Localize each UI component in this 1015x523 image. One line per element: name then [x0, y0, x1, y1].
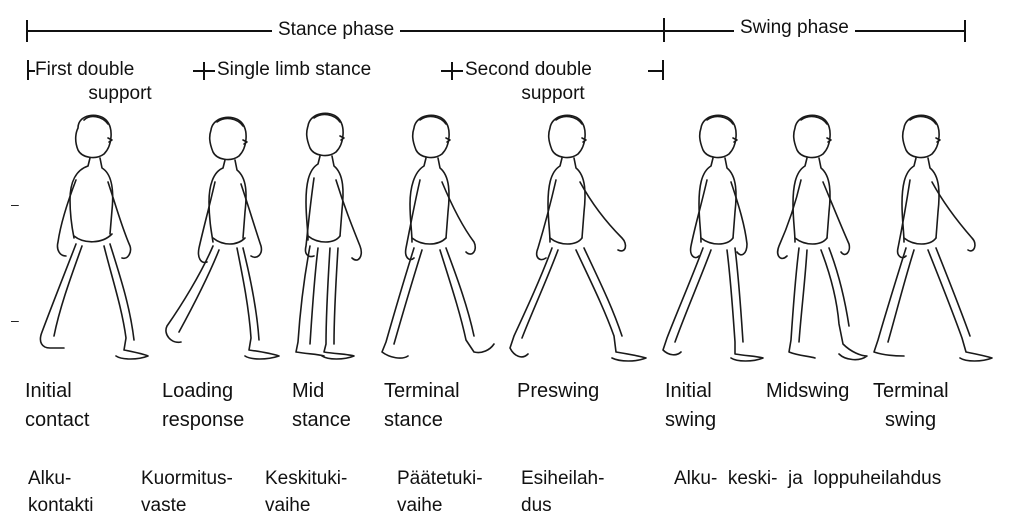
second-double-support-line2: support: [508, 83, 598, 105]
subphase-line-a: [27, 70, 35, 72]
finnish-label-paatetukivaihe: Päätetuki-vaihe: [397, 465, 483, 519]
finnish-label-swing: Alku- keski- ja loppuheilahdus: [674, 465, 941, 492]
finnish-label-kuormitusvaste: Kuormitus-vaste: [141, 465, 233, 519]
figure-terminal-stance: [370, 110, 500, 370]
subphase-cross-2-h: [441, 70, 463, 72]
single-limb-stance-label: Single limb stance: [217, 59, 371, 81]
finnish-label-alkukontakti: Alku-kontakti: [28, 465, 93, 519]
figure-initial-contact: [20, 110, 160, 370]
stage-label-preswing: Preswing: [517, 377, 599, 406]
stage-label-terminal-swing: Terminal swing: [873, 377, 949, 435]
figure-initial-swing: [655, 110, 775, 370]
stance-phase-label: Stance phase: [272, 19, 400, 41]
first-double-support-line1: First double: [35, 59, 134, 81]
subphase-line-b: [648, 70, 662, 72]
stance-bracket-left-tick: [26, 20, 28, 42]
subphase-cross-1-h: [193, 70, 215, 72]
figure-preswing: [500, 110, 660, 370]
subphase-right-tick: [662, 60, 664, 80]
second-double-support-line1: Second double: [465, 59, 592, 81]
figure-loading-response: [155, 110, 295, 370]
finnish-label-esiheilahdus: Esiheilah-dus: [521, 465, 604, 519]
finnish-label-keskitukivaihe: Keskituki-vaihe: [265, 465, 347, 519]
left-mark-2: –: [11, 312, 19, 328]
swing-bracket-right-tick: [964, 20, 966, 42]
figure-terminal-swing: [868, 110, 998, 370]
first-double-support-line2: support: [75, 83, 165, 105]
left-mark-1: –: [11, 196, 19, 212]
figure-midswing: [765, 110, 885, 370]
stage-label-midswing: Midswing: [766, 377, 849, 406]
swing-phase-label: Swing phase: [734, 17, 855, 39]
